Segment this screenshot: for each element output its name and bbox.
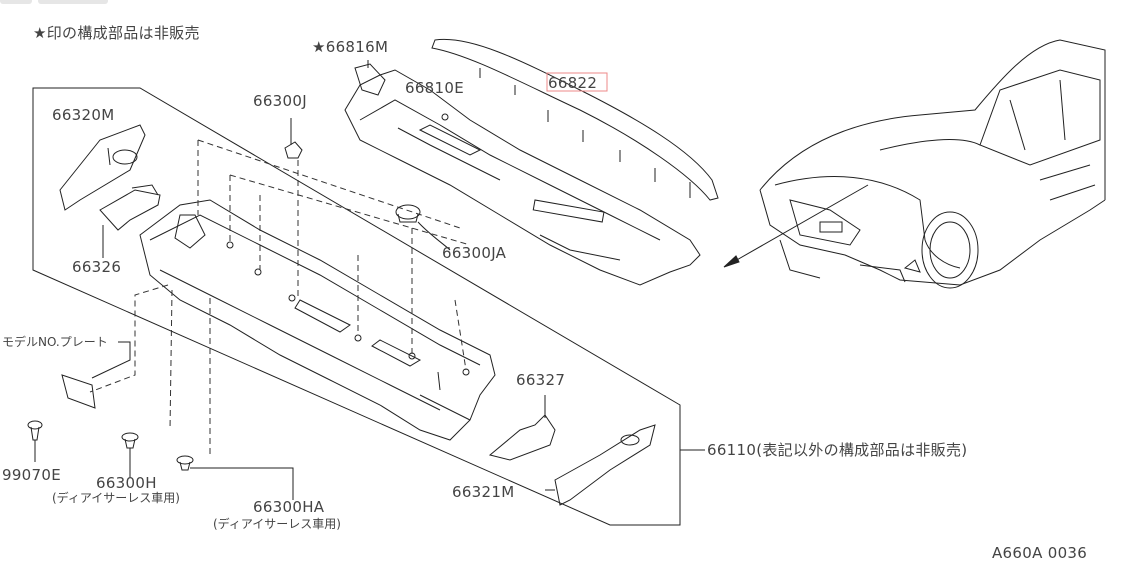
part-66327-seal (488, 395, 556, 461)
label-66300H-note: (ディアイサーレス車用) (52, 490, 180, 505)
part-66320M-bracket (59, 124, 146, 211)
label-99070E[interactable]: 99070E (2, 466, 61, 484)
label-66321M[interactable]: 66321M (452, 483, 514, 501)
figure-code: A660A 0036 (992, 544, 1087, 562)
part-66110-cowl-panel (139, 199, 496, 441)
label-66822[interactable]: 66822 (548, 74, 597, 92)
top-tabs (0, 0, 110, 4)
group-outline (32, 87, 681, 526)
label-66810E[interactable]: 66810E (405, 79, 464, 97)
part-66300H-clip (121, 432, 139, 478)
part-66321M-bracket (554, 424, 656, 506)
part-66300HA-clip (176, 455, 294, 500)
part-66326-seal (99, 184, 161, 231)
note-not-for-sale: ★印の構成部品は非販売 (33, 24, 200, 42)
label-66326[interactable]: 66326 (72, 258, 121, 276)
tab-1[interactable] (0, 0, 32, 4)
label-66300J[interactable]: 66300J (253, 92, 307, 110)
mounting-lines (89, 139, 471, 455)
label-66110[interactable]: 66110(表記以外の構成部品は非販売) (707, 441, 967, 459)
label-model-plate[interactable]: モデルNO.プレート (2, 334, 108, 349)
label-66816M[interactable]: ★66816M (312, 38, 388, 56)
part-66822-seal (431, 38, 719, 201)
label-66327[interactable]: 66327 (516, 371, 565, 389)
label-66300JA[interactable]: 66300JA (442, 244, 507, 262)
label-66320M[interactable]: 66320M (52, 106, 114, 124)
part-66300J-clip (284, 118, 303, 159)
label-66300HA-note: (ディアイサーレス車用) (213, 516, 341, 531)
highlight-66822 (546, 72, 608, 92)
label-66300H[interactable]: 66300H (96, 474, 157, 492)
label-66300HA[interactable]: 66300HA (253, 498, 325, 516)
car-illustration (723, 39, 1106, 289)
tab-2[interactable] (38, 0, 108, 4)
part-66300JA-plug (395, 204, 451, 251)
part-99070E-clip (27, 420, 43, 462)
part-cowl-top-cover (344, 63, 701, 286)
part-model-plate (61, 341, 131, 409)
leader-lines (102, 60, 555, 491)
